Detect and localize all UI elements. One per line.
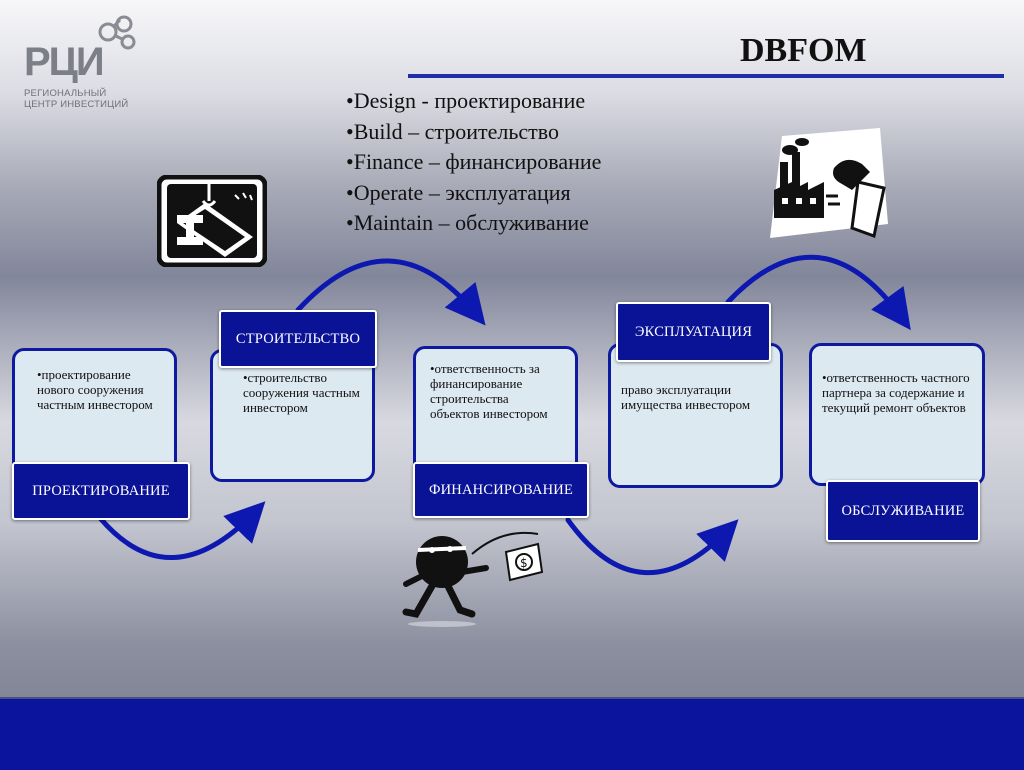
phase-maintain-text: •ответственность частного партнера за со… [822, 370, 970, 415]
bullet-maintain: •Maintain – обслуживание [346, 210, 589, 235]
logo-word: РЦИ [24, 40, 105, 84]
logo-subtitle-line2: ЦЕНТР ИНВЕСТИЦИЙ [24, 99, 129, 110]
logo-subtitle-line1: РЕГИОНАЛЬНЫЙ [24, 88, 107, 99]
label-operate: ЭКСПЛУАТАЦИЯ [616, 302, 771, 362]
bullet-finance: •Finance – финансирование [346, 149, 602, 174]
factory-handshake-icon [770, 128, 888, 239]
phase-operate-text: право эксплуатации имущества инвестором [621, 382, 751, 412]
bullet-operate: •Operate – эксплуатация [346, 179, 571, 205]
page-title: DBFOM [740, 32, 867, 69]
phase-build-box: •строительство сооружения частным инвест… [210, 349, 375, 482]
label-maintain: ОБСЛУЖИВАНИЕ [826, 480, 980, 542]
construction-beam-icon [157, 175, 267, 267]
logo-mark-icon [98, 15, 136, 50]
label-design: ПРОЕКТИРОВАНИЕ [12, 462, 190, 520]
arrow-finance-to-operate [565, 517, 739, 576]
arrow-build-to-finance [295, 258, 486, 326]
phase-finance-box: •ответственность за финансирование строи… [413, 346, 578, 478]
bullet-build: •Build – строительство [346, 118, 560, 144]
definition-list: •Design - проектирование •Build – строит… [346, 86, 766, 239]
label-finance: ФИНАНСИРОВАНИЕ [413, 462, 589, 518]
phase-build-text: •строительство сооружения частным инвест… [243, 370, 360, 415]
bullet-design: •Design - проектирование [346, 88, 586, 113]
phase-operate-box: право эксплуатации имущества инвестором [608, 343, 783, 488]
money-thief-icon: $ [402, 531, 544, 627]
phase-design-text: •проектирование нового сооружения частны… [37, 367, 153, 412]
footer-bar [0, 697, 1024, 770]
svg-text:$: $ [520, 556, 528, 570]
phase-maintain-box: •ответственность частного партнера за со… [809, 343, 985, 486]
label-build: СТРОИТЕЛЬСТВО [219, 310, 377, 368]
phase-finance-text: •ответственность за финансирование строи… [430, 361, 548, 421]
title-underline [408, 74, 1004, 78]
phase-design-box: •проектирование нового сооружения частны… [12, 348, 177, 480]
